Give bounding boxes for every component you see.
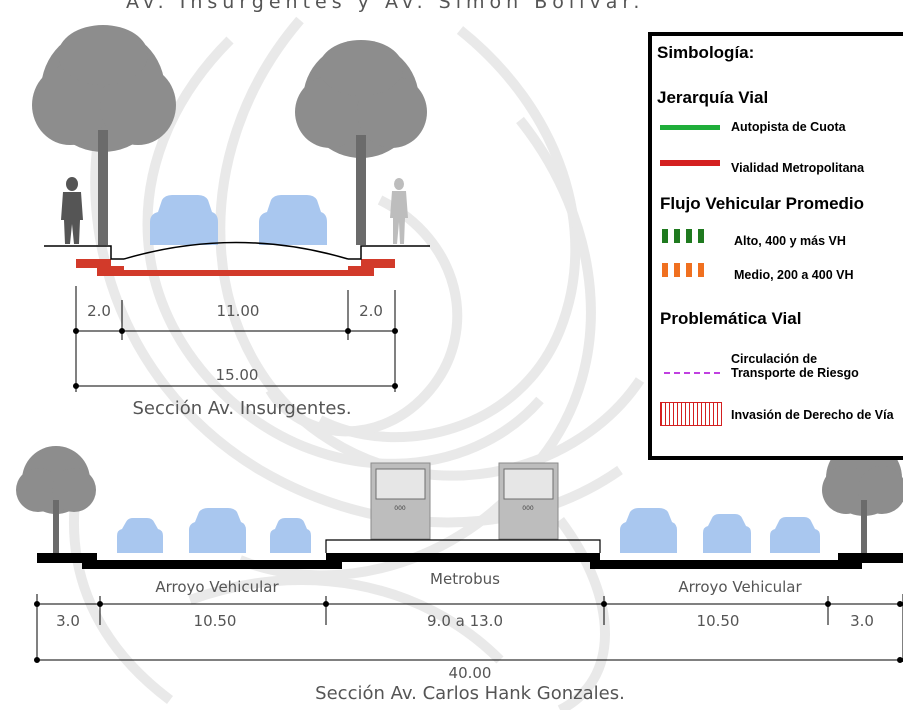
dim-top-sidewalk-left: 2.0 [87,302,111,320]
bus-label-1: 000 [394,505,406,512]
dimension-lines-top [73,286,398,392]
caption-top: Sección Av. Insurgentes. [132,398,352,419]
tree-right-top [295,40,427,245]
legend-body: Simbología: Jerarquía Vial Autopista de … [652,36,903,456]
legend-jerarquia-title: Jerarquía Vial [657,88,769,107]
lane-label-left: Arroyo Vehicular [155,578,279,596]
legend-panel: Simbología: Jerarquía Vial Autopista de … [648,32,903,460]
header-title: Av. Insurgentes y Av. Simón Bolívar. [126,0,645,13]
swatch-transporte-riesgo [664,372,720,374]
car-bottom-1 [117,518,163,553]
swatch-medio [662,262,704,281]
person-right [390,178,408,244]
metrobus-1: 000 [370,462,431,540]
dim-bottom-sidewalk-left: 3.0 [56,612,80,630]
dim-bottom-roadway-right: 10.50 [696,612,740,630]
road-profile-bottom [37,539,903,569]
legend-item-transporte-line2: Transporte de Riesgo [731,366,859,380]
dim-bottom-sidewalk-right: 3.0 [850,612,874,630]
legend-problematica-title: Problemática Vial [660,309,802,328]
car-bottom-5 [703,514,751,553]
tree-left-bottom [16,446,96,554]
metrobus-2: 000 [498,462,559,540]
dim-top-total: 15.00 [215,366,259,384]
car-bottom-6 [770,517,820,553]
person-left [61,177,83,244]
swatch-vialidad [660,160,720,166]
dim-bottom-total: 40.00 [448,664,492,682]
legend-item-medio: Medio, 200 a 400 VH [734,268,854,282]
dim-bottom-metrobus: 9.0 a 13.0 [427,612,503,630]
caption-bottom: Sección Av. Carlos Hank Gonzales. [315,683,625,704]
car-top-2 [259,195,327,245]
legend-item-alto: Alto, 400 y más VH [734,234,846,248]
car-bottom-3 [270,518,311,553]
swatch-invasion [660,402,722,426]
legend-item-autopista: Autopista de Cuota [731,120,846,134]
car-top-1 [150,195,218,245]
road-profile-top [44,241,430,276]
dim-top-sidewalk-right: 2.0 [359,302,383,320]
bus-label-2: 000 [522,505,534,512]
lane-label-metrobus: Metrobus [430,570,500,588]
swatch-alto [662,228,704,247]
tree-left-top [32,25,176,245]
legend-item-transporte-line1: Circulación de [731,352,818,366]
legend-item-invasion: Invasión de Derecho de Vía [731,408,894,422]
legend-flujo-title: Flujo Vehicular Promedio [660,194,865,213]
lane-label-right: Arroyo Vehicular [678,578,802,596]
dim-top-roadway: 11.00 [216,302,260,320]
legend-item-vialidad: Vialidad Metropolitana [731,161,865,175]
swatch-autopista [660,125,720,130]
legend-title: Simbología: [657,43,755,62]
dim-bottom-roadway-left: 10.50 [193,612,237,630]
car-bottom-4 [620,508,677,553]
car-bottom-2 [189,508,246,553]
dimension-lines-bottom [34,594,903,663]
